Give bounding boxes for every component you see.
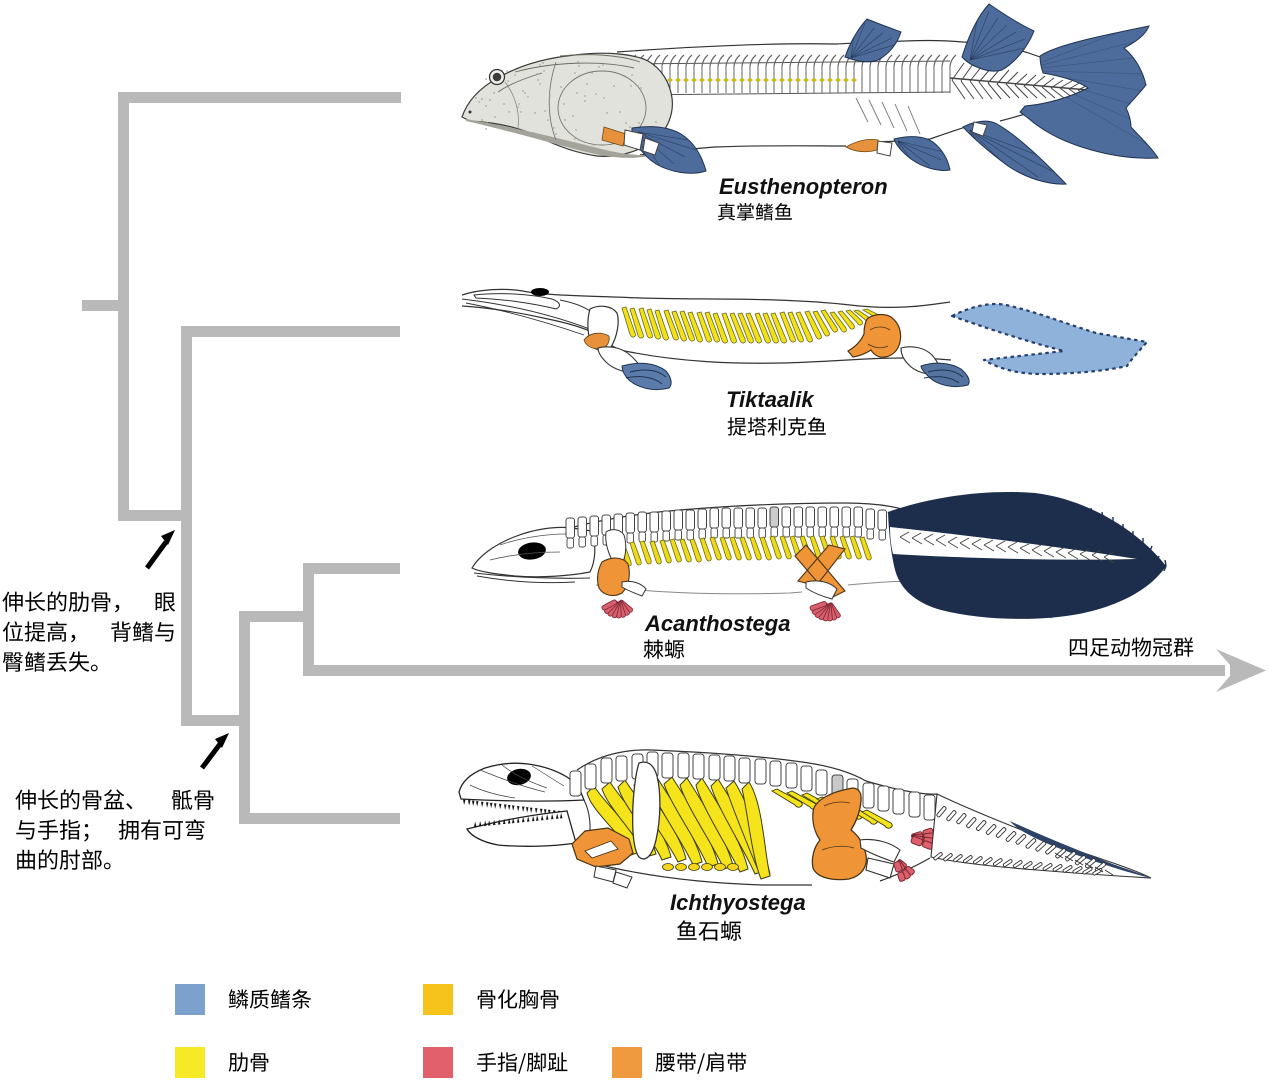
svg-text:Ichthyostega: Ichthyostega: [670, 890, 806, 915]
svg-text:Eusthenopteron: Eusthenopteron: [719, 174, 888, 199]
svg-text:Acanthostega: Acanthostega: [644, 611, 790, 636]
svg-text:Tiktaalik: Tiktaalik: [726, 387, 815, 412]
